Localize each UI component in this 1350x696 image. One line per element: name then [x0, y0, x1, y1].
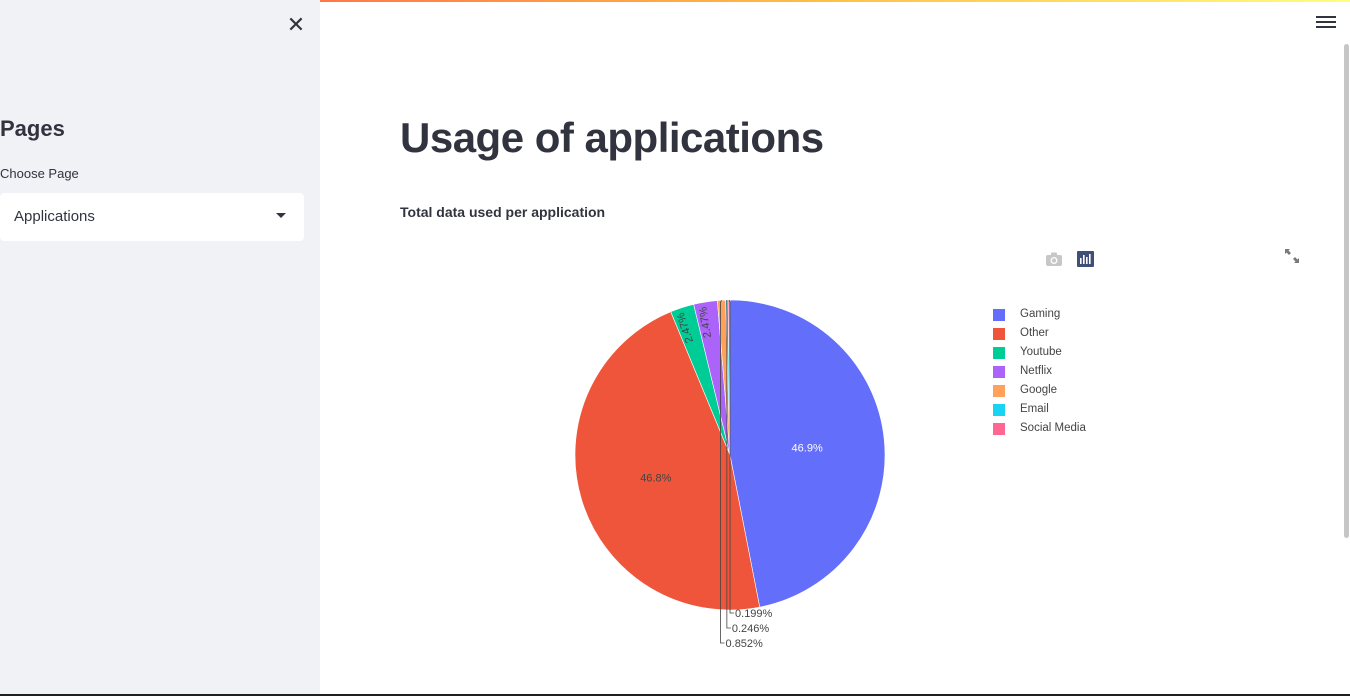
page-select[interactable]: Applications: [0, 193, 304, 241]
vertical-scrollbar[interactable]: [1344, 44, 1349, 538]
legend-label: Netflix: [1020, 365, 1052, 377]
pie-slice-other[interactable]: [574, 311, 761, 611]
legend-swatch: [993, 347, 1005, 359]
legend-label: Gaming: [1020, 308, 1061, 320]
sidebar: ✕ Pages Choose Page Applications: [0, 0, 320, 696]
legend-label: Google: [1020, 384, 1058, 396]
slice-label-netflix: 2.47%: [697, 306, 714, 339]
sidebar-title: Pages: [0, 116, 65, 141]
fullscreen-button[interactable]: [1284, 248, 1302, 264]
leader-line-email: [726, 300, 731, 629]
page-title: Usage of applications: [400, 114, 824, 161]
legend-label: Email: [1020, 403, 1049, 415]
camera-icon: [1046, 252, 1062, 266]
pie-slice-gaming[interactable]: [729, 299, 886, 608]
plotly-logo-button[interactable]: [1077, 251, 1095, 267]
legend-swatch: [993, 366, 1005, 378]
slice-label-other: 46.8%: [640, 472, 671, 484]
legend-swatch: [993, 328, 1005, 340]
close-sidebar-button[interactable]: ✕: [284, 13, 308, 37]
hamburger-menu-icon: [1316, 16, 1336, 28]
legend-swatch: [993, 385, 1005, 397]
expand-icon: [1285, 249, 1299, 263]
top-decoration-bar: [0, 0, 1350, 2]
pie-chart: 46.9%46.8%2.47%2.47%0.852%0.246%0.199%: [574, 299, 886, 650]
legend-swatch: [993, 404, 1005, 416]
slice-label-google: 0.852%: [726, 638, 764, 650]
legend-label: Other: [1020, 327, 1049, 339]
chevron-down-icon: [276, 213, 286, 218]
bottom-border: [0, 694, 1350, 696]
download-plot-button[interactable]: [1045, 251, 1063, 267]
chart-heading: Total data used per application: [400, 204, 606, 220]
slice-label-gaming: 46.9%: [792, 443, 823, 455]
slice-label-email: 0.246%: [732, 623, 770, 635]
legend-swatch: [993, 423, 1005, 435]
main-menu-button[interactable]: [1316, 16, 1336, 32]
page-select-value: Applications: [14, 208, 95, 225]
page-select-label: Choose Page: [0, 166, 79, 181]
legend-swatch: [993, 309, 1005, 321]
legend-label: Youtube: [1020, 346, 1062, 358]
bar-chart-icon: [1077, 251, 1094, 267]
leader-line-google: [720, 300, 725, 644]
close-icon: ✕: [286, 12, 306, 37]
leader-line-social-media: [728, 299, 735, 614]
legend-label: Social Media: [1020, 422, 1086, 434]
slice-label-social-media: 0.199%: [735, 608, 773, 620]
